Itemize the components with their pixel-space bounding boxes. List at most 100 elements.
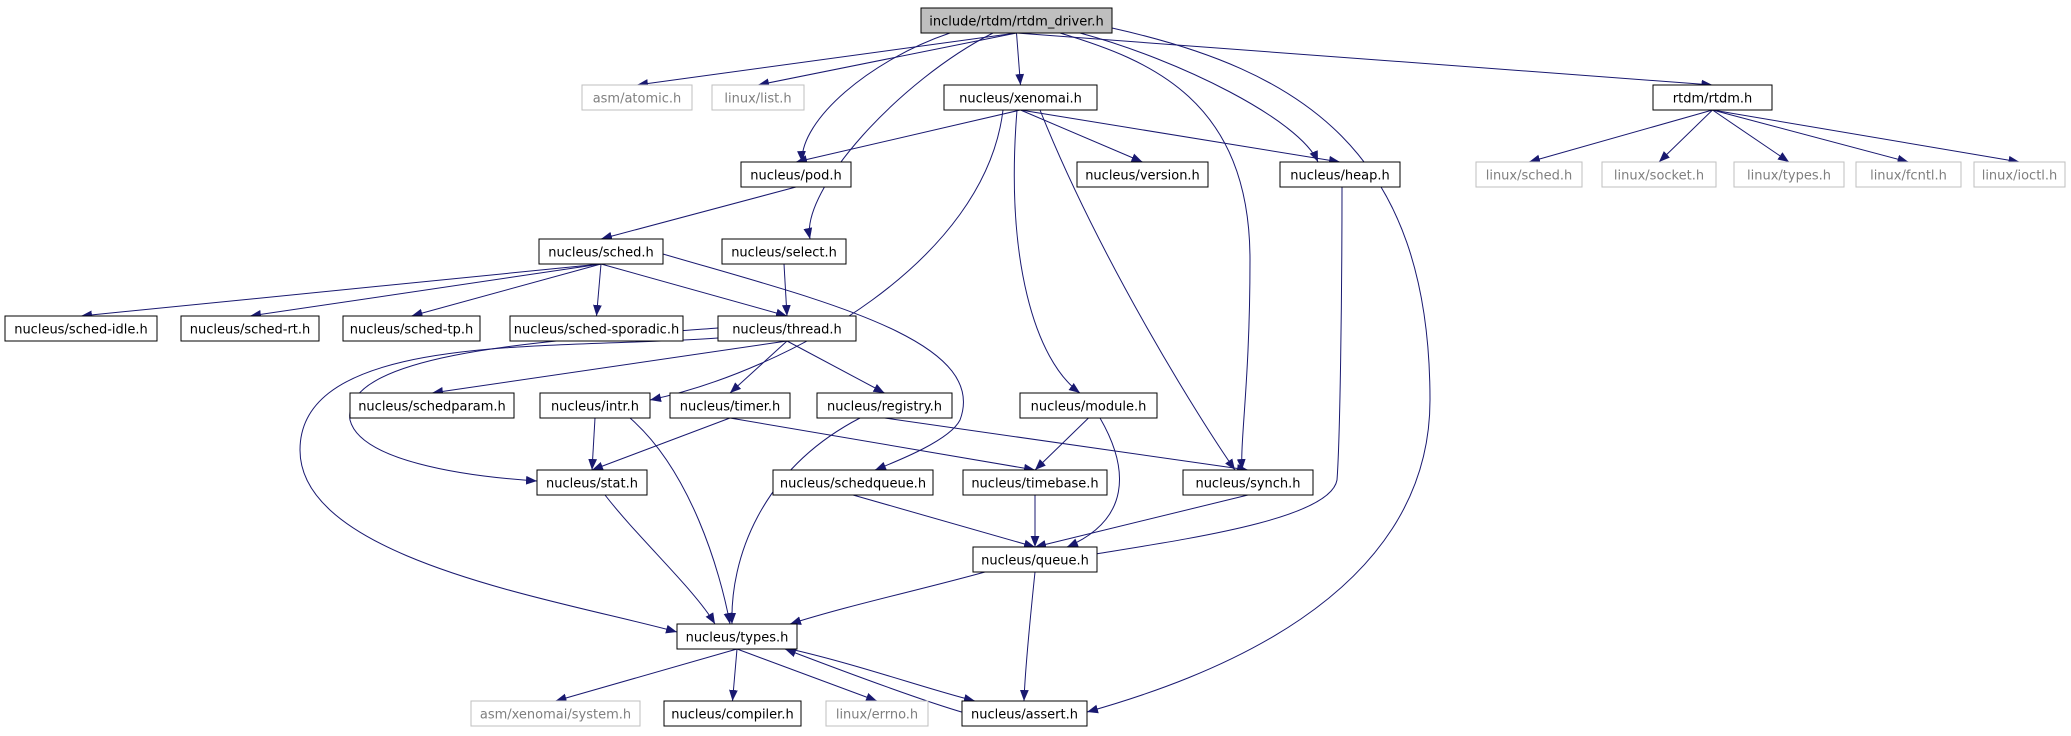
node-asm-xenomai-system: asm/xenomai/system.h <box>470 700 641 727</box>
node-timebase[interactable]: nucleus/timebase.h <box>962 469 1108 496</box>
edge-assert-to-ntypes <box>784 648 966 714</box>
node-sched-rt[interactable]: nucleus/sched-rt.h <box>180 315 320 342</box>
node-label: nucleus/sched-rt.h <box>190 323 311 338</box>
node-box <box>470 700 641 727</box>
edge-xenomai-to-pod <box>795 109 1021 164</box>
node-pod[interactable]: nucleus/pod.h <box>740 161 852 188</box>
node-assert[interactable]: nucleus/assert.h <box>961 700 1088 727</box>
node-ntypes[interactable]: nucleus/types.h <box>676 623 798 650</box>
node-label: linux/fcntl.h <box>1870 169 1947 184</box>
node-label: nucleus/sched-idle.h <box>14 323 148 338</box>
edge-xenomai-to-synch <box>1039 109 1236 471</box>
node-box <box>342 315 481 342</box>
edge-ntypes-to-linux_errno <box>736 648 878 702</box>
node-box <box>920 7 1113 34</box>
node-timer[interactable]: nucleus/timer.h <box>669 392 791 419</box>
edge-sched-to-sched_idle <box>80 263 602 320</box>
node-queue[interactable]: nucleus/queue.h <box>972 546 1098 573</box>
node-label: nucleus/schedqueue.h <box>780 477 926 492</box>
node-box <box>962 469 1108 496</box>
node-heap[interactable]: nucleus/heap.h <box>1279 161 1401 188</box>
edge-rtdm_driver-to-xenomai <box>1015 32 1025 86</box>
node-linux-ioctl: linux/ioctl.h <box>1973 161 2066 188</box>
node-label: asm/atomic.h <box>593 92 682 107</box>
edge-rtdm-to-linux_socket <box>1658 109 1713 163</box>
node-label: nucleus/registry.h <box>827 400 942 415</box>
node-label: rtdm/rtdm.h <box>1673 92 1752 107</box>
edge-xenomai-to-intr <box>649 109 1004 402</box>
node-compiler[interactable]: nucleus/compiler.h <box>663 700 802 727</box>
node-synch[interactable]: nucleus/synch.h <box>1182 469 1314 496</box>
edge-xenomai-to-heap <box>1020 109 1341 165</box>
edge-synch-to-queue <box>1034 494 1249 549</box>
node-label: linux/errno.h <box>836 708 918 723</box>
node-version[interactable]: nucleus/version.h <box>1076 161 1209 188</box>
node-box <box>538 238 664 265</box>
edge-thread-to-ntypes <box>299 337 719 634</box>
node-label: nucleus/timer.h <box>680 400 781 415</box>
edge-queue-to-ntypes <box>789 571 986 625</box>
node-box <box>1076 161 1209 188</box>
edge-intr-to-stat <box>588 417 598 471</box>
node-linux-types: linux/types.h <box>1733 161 1845 188</box>
node-box <box>1855 161 1962 188</box>
node-sched-tp[interactable]: nucleus/sched-tp.h <box>342 315 481 342</box>
node-box <box>509 315 684 342</box>
node-sched[interactable]: nucleus/sched.h <box>538 238 664 265</box>
node-label: nucleus/sched-tp.h <box>350 323 473 338</box>
node-box <box>663 700 802 727</box>
node-box <box>816 392 953 419</box>
node-box <box>1601 161 1717 188</box>
edge-sched-to-thread <box>600 263 788 318</box>
edge-thread-to-registry <box>786 340 885 394</box>
edge-heap-to-queue <box>1082 186 1343 559</box>
node-box <box>721 238 847 265</box>
edge-ntypes-to-assert <box>789 648 976 703</box>
node-select[interactable]: nucleus/select.h <box>721 238 847 265</box>
node-rtdm-driver[interactable]: include/rtdm/rtdm_driver.h <box>920 7 1113 34</box>
node-box <box>180 315 320 342</box>
node-sched-idle[interactable]: nucleus/sched-idle.h <box>4 315 158 342</box>
edge-rtdm-to-linux_sched <box>1528 109 1713 164</box>
node-label: nucleus/compiler.h <box>671 708 793 723</box>
node-stat[interactable]: nucleus/stat.h <box>536 469 648 496</box>
node-box <box>4 315 158 342</box>
node-label: nucleus/synch.h <box>1195 477 1300 492</box>
node-xenomai[interactable]: nucleus/xenomai.h <box>943 84 1098 111</box>
node-label: linux/ioctl.h <box>1982 169 2058 184</box>
edge-rtdm_driver-to-heap <box>1079 32 1319 163</box>
node-thread[interactable]: nucleus/thread.h <box>717 315 857 342</box>
node-label: nucleus/intr.h <box>551 400 639 415</box>
node-label: nucleus/version.h <box>1085 169 1200 184</box>
node-label: nucleus/select.h <box>731 246 837 261</box>
node-schedparam[interactable]: nucleus/schedparam.h <box>349 392 515 419</box>
edge-rtdm_driver-to-select <box>803 32 994 240</box>
node-box <box>740 161 852 188</box>
node-intr[interactable]: nucleus/intr.h <box>539 392 651 419</box>
node-sched-sporadic[interactable]: nucleus/sched-sporadic.h <box>509 315 684 342</box>
edge-sched-to-schedqueue <box>662 253 964 471</box>
node-box <box>772 469 934 496</box>
edge-thread-to-schedparam <box>431 340 788 396</box>
edge-module-to-queue <box>1066 417 1120 548</box>
node-box <box>717 315 857 342</box>
node-box <box>1475 161 1583 188</box>
node-label: nucleus/heap.h <box>1290 169 1389 184</box>
edge-thread-to-timer <box>729 340 788 394</box>
node-box <box>972 546 1098 573</box>
edge-xenomai-to-module <box>1013 109 1081 394</box>
node-registry[interactable]: nucleus/registry.h <box>816 392 953 419</box>
edge-intr-to-ntypes <box>629 417 733 625</box>
node-rtdm[interactable]: rtdm/rtdm.h <box>1652 84 1773 111</box>
node-box <box>536 469 648 496</box>
node-label: nucleus/timebase.h <box>971 477 1098 492</box>
node-schedqueue[interactable]: nucleus/schedqueue.h <box>772 469 934 496</box>
node-box <box>539 392 651 419</box>
node-module[interactable]: nucleus/module.h <box>1019 392 1158 419</box>
edge-pod-to-sched <box>600 186 797 241</box>
node-label: nucleus/sched.h <box>548 246 653 261</box>
node-box <box>1279 161 1401 188</box>
node-box <box>349 392 515 419</box>
node-label: linux/socket.h <box>1614 169 1704 184</box>
